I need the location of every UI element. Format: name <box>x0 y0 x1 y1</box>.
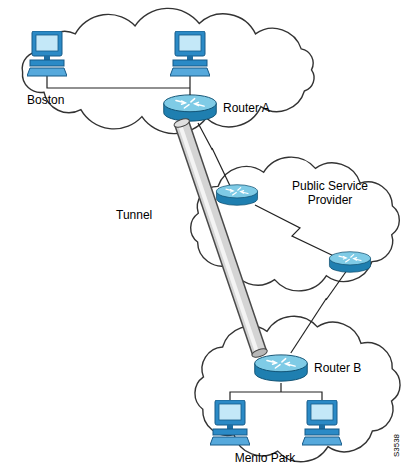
provider-wire <box>212 148 232 190</box>
router-icon <box>216 185 257 206</box>
router-node: Router A <box>160 93 220 123</box>
computer-icon <box>170 31 210 76</box>
lan-wire <box>230 383 322 400</box>
router-symbol <box>160 93 220 123</box>
link-line <box>291 298 327 353</box>
network-cloud: Menlo Park Router B <box>180 308 415 470</box>
router-icon <box>329 252 370 273</box>
menlo-lan <box>230 383 322 400</box>
site-label: Public Service Provider <box>280 179 380 207</box>
computer-icon <box>210 400 250 445</box>
router-symbol <box>251 353 311 383</box>
router-node: Router B <box>251 353 311 383</box>
tube-highlight <box>180 124 258 354</box>
computer-icon <box>302 400 342 445</box>
cloud-shape <box>22 8 314 133</box>
lan-wire <box>47 76 190 95</box>
cloud-outline <box>180 308 415 470</box>
tube-body <box>182 123 260 353</box>
router-icon <box>255 355 308 381</box>
link-line <box>291 298 327 353</box>
link-line <box>198 123 212 150</box>
tunnel-tube <box>173 117 268 359</box>
cloud-shape <box>195 316 400 462</box>
computer-icon <box>27 31 67 76</box>
router-label: Router A <box>223 101 270 115</box>
edge-label: Tunnel <box>116 208 152 222</box>
router-label: Router B <box>314 361 361 375</box>
site-label: Menlo Park <box>220 451 310 465</box>
router-icon <box>164 95 217 121</box>
serial-link <box>255 205 338 258</box>
boston-lan <box>47 76 190 95</box>
link-line <box>198 123 212 150</box>
tube-outline <box>182 123 260 353</box>
tube-end <box>173 117 190 129</box>
site-label: Boston <box>27 93 97 107</box>
tube-end <box>251 347 268 359</box>
figure-number: S3538 <box>392 434 401 457</box>
